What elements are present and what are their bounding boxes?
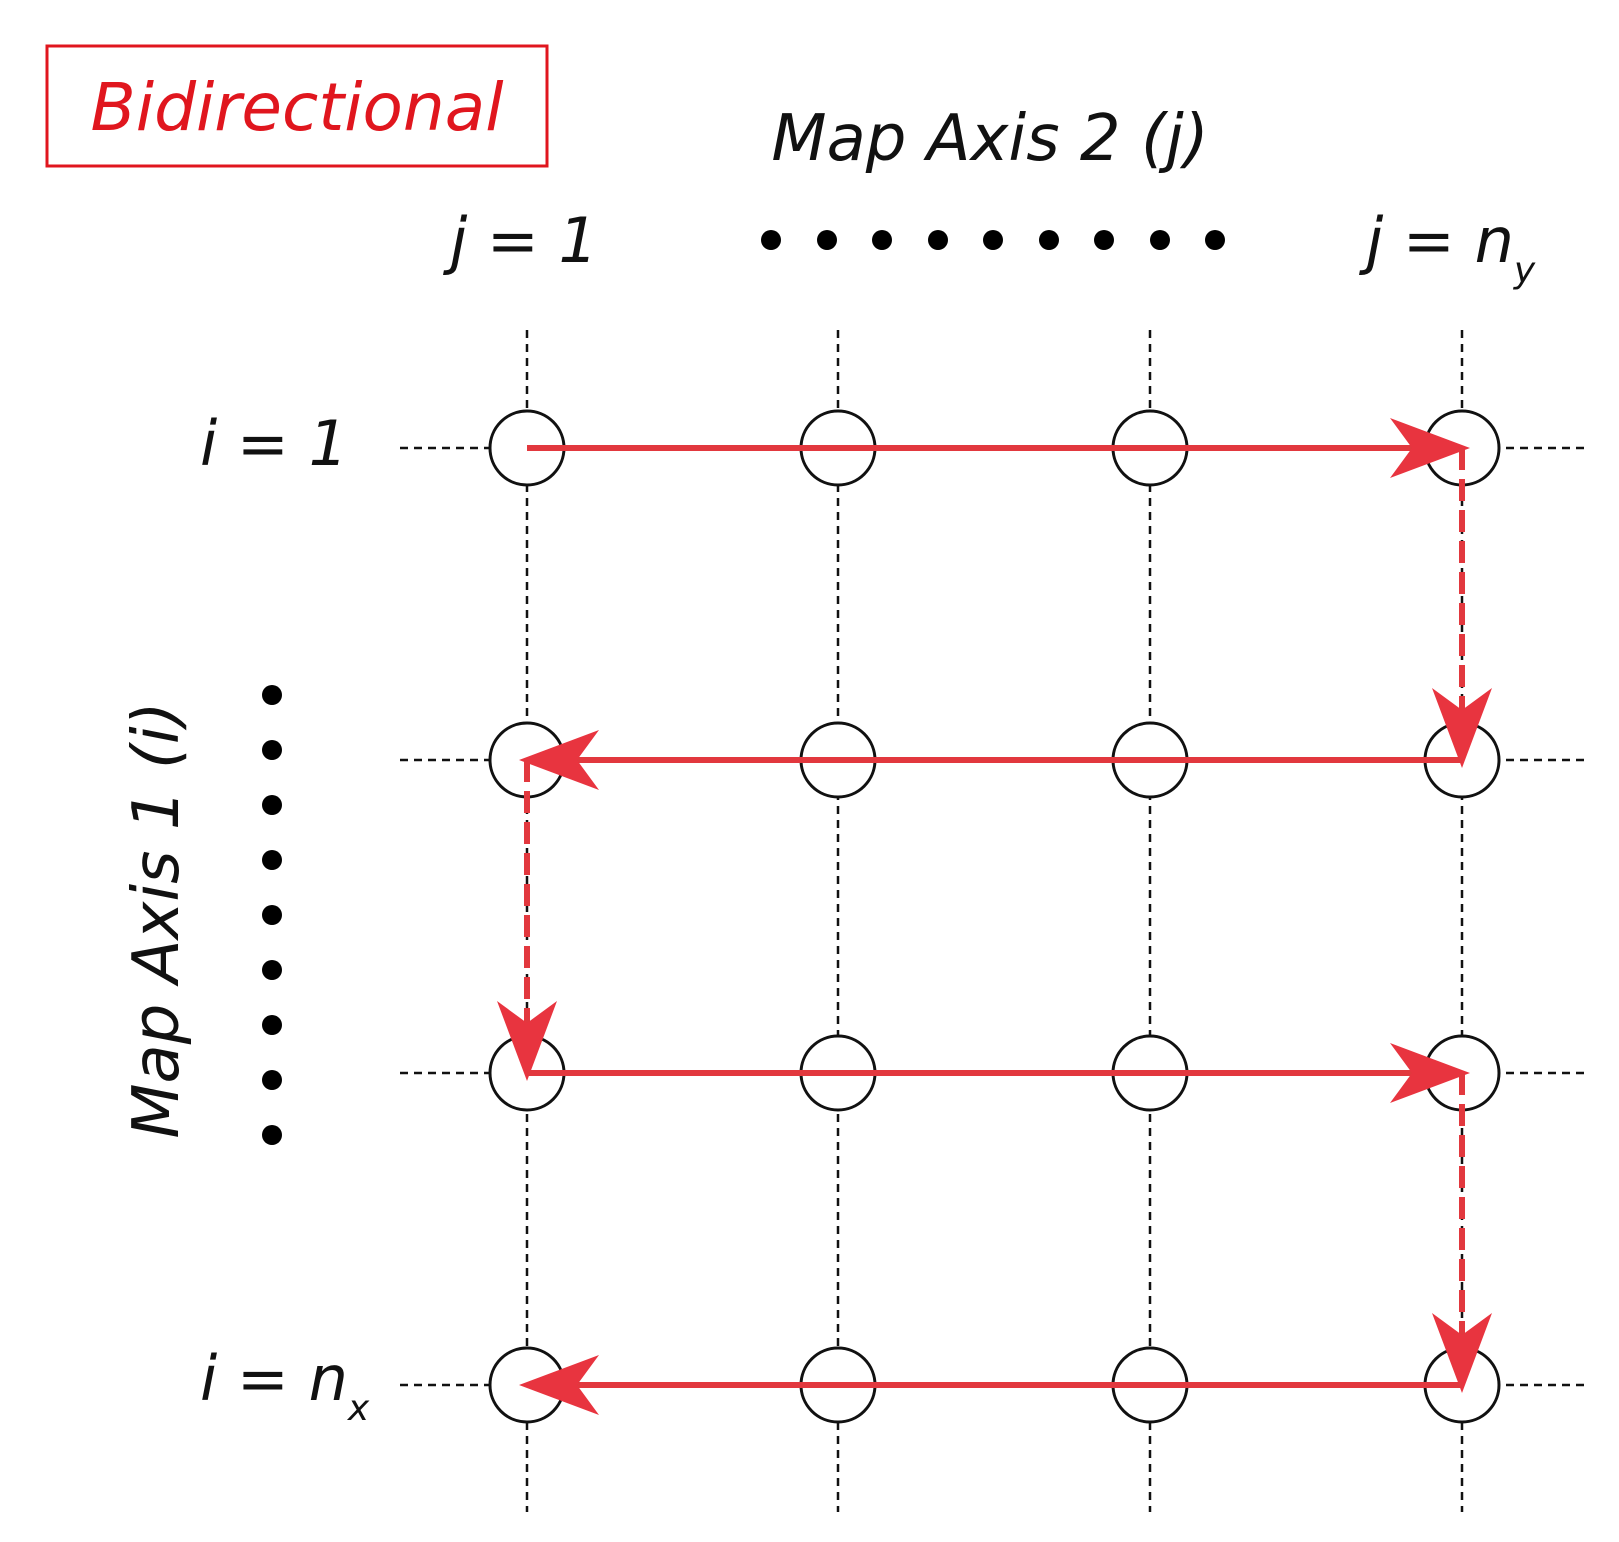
axis-1-label: Map Axis 1 (i) [120, 701, 194, 1138]
column-label-last-subscript: y [1513, 250, 1536, 291]
row-ellipsis-dots [262, 685, 282, 1145]
column-label-first: j = 1 [443, 204, 598, 277]
axis-2-label: Map Axis 2 (j) [771, 102, 1208, 176]
traversal-path [497, 418, 1492, 1415]
grid-nodes [488, 409, 1501, 1424]
row-label-last-main: i = n [200, 1342, 348, 1415]
row-label-last-subscript: x [347, 1388, 370, 1429]
title-box: Bidirectional [45, 44, 549, 168]
row-label-last: i = nx [200, 1342, 370, 1429]
row-label-first: i = 1 [200, 407, 348, 480]
title-text: Bidirectional [90, 69, 504, 146]
title-frame [45, 44, 549, 168]
column-ellipsis-dots [761, 230, 1225, 250]
grid-lines [400, 330, 1585, 1512]
column-label-last-main: j = n [1359, 204, 1514, 277]
column-label-last: j = ny [1359, 204, 1536, 291]
